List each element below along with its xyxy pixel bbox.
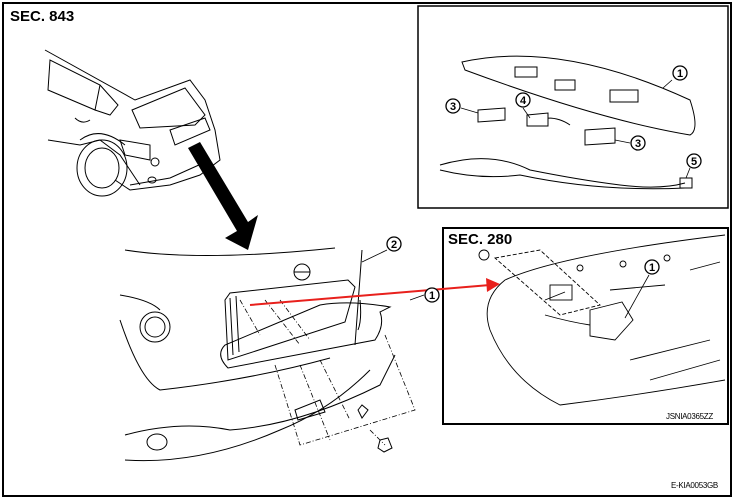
callout-finisher-main: 1 — [424, 287, 440, 303]
svg-text:1: 1 — [677, 68, 683, 80]
callout-finisher-top: 1 — [672, 65, 688, 81]
svg-text:3: 3 — [635, 138, 641, 150]
parts-exploded-view — [439, 55, 696, 190]
back-door-assembly — [119, 247, 396, 462]
svg-text:2: 2 — [391, 239, 397, 251]
svg-text:1: 1 — [649, 262, 655, 274]
callout-camera: 1 — [644, 259, 660, 275]
callout-back-door: 2 — [386, 236, 402, 252]
parts-inset-box — [417, 5, 729, 209]
section-label-camera: SEC. 280 — [448, 231, 513, 248]
callout-harness: 5 — [686, 153, 702, 169]
figure-code: E-KIA0053GB — [671, 481, 718, 490]
svg-text:4: 4 — [520, 95, 527, 107]
callout-license-lamp-right: 3 — [630, 135, 646, 151]
direction-arrow — [188, 142, 258, 250]
red-arrow — [249, 278, 500, 306]
vehicle-rear-view — [44, 49, 221, 197]
svg-text:1: 1 — [429, 290, 435, 302]
svg-text:3: 3 — [450, 101, 456, 113]
camera-inset-box — [442, 227, 729, 425]
section-label-main: SEC. 843 — [10, 8, 75, 25]
camera-assembly — [478, 234, 726, 406]
leader-lines — [361, 79, 691, 319]
camera-inset-code: JSNIA0365ZZ — [666, 412, 713, 421]
callout-handle-switch: 4 — [515, 92, 531, 108]
callout-license-lamp-left: 3 — [445, 98, 461, 114]
projection-lines — [239, 299, 416, 446]
svg-text:5: 5 — [691, 156, 697, 168]
